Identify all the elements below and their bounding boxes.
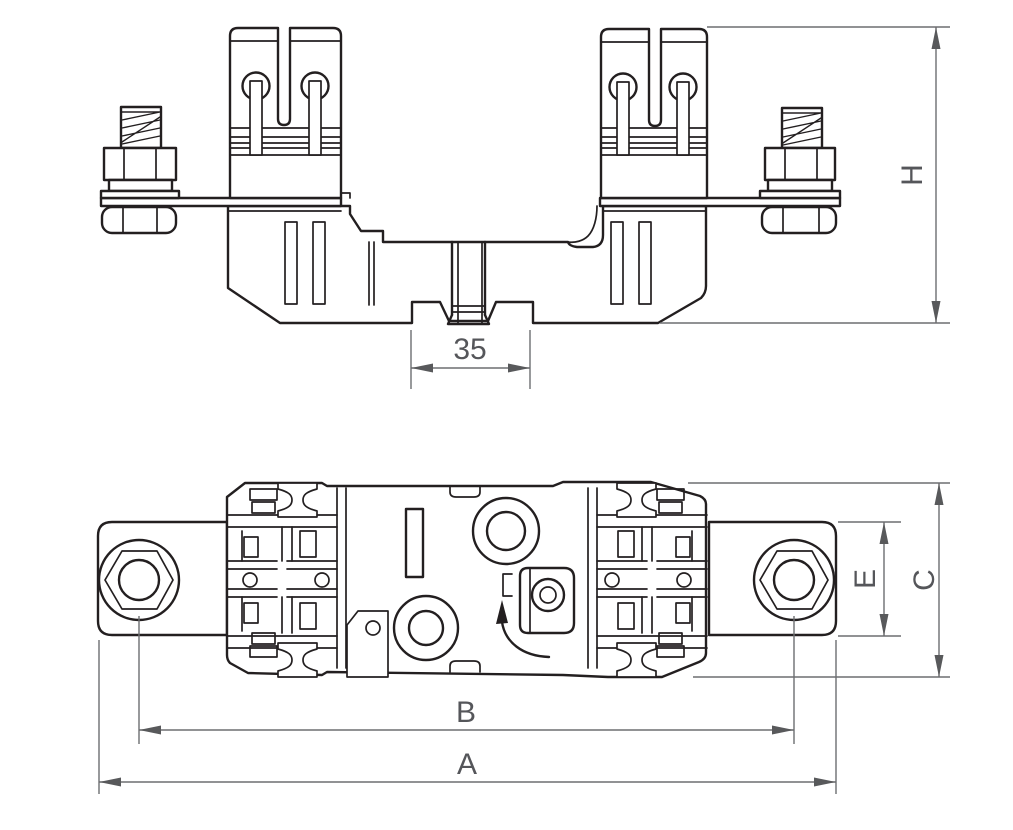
housing-slot [638,221,652,305]
hex-nut [763,146,837,182]
dimension-35: 35 [410,330,531,389]
dimension-b: B [138,616,795,744]
dimension-label-a: A [457,748,477,781]
right-terminal-bolt [758,106,842,235]
housing-curve [567,205,598,244]
clip-pin [616,81,630,156]
lower-nut [760,205,838,235]
dimension-h: H [660,26,950,324]
dimension-label-b: B [456,696,476,729]
latch [502,566,576,635]
plan-view [96,480,838,679]
hex-bolt-right [752,538,836,622]
center-rib [368,241,375,306]
washer [107,178,174,193]
latch-bracket [502,573,513,597]
screw-pocket [346,610,389,678]
mounting-ring-top [471,496,541,566]
housing [226,204,708,326]
bottom-notch [449,660,481,673]
clip-pin [676,81,690,156]
top-notch [449,485,481,498]
washer [766,178,834,193]
left-fuse-clip [228,26,343,200]
hex-nut [102,146,178,182]
dimension-label-c: C [908,569,941,591]
busbar-lip [340,192,351,199]
busbar-right [598,196,842,208]
housing-slot [312,221,326,305]
dimension-c: C [688,482,950,678]
rotate-arrow-icon [496,600,551,659]
fuse-window-slot [404,507,425,579]
dimension-label-e: E [849,569,882,589]
dimension-label-35: 35 [453,333,486,366]
busbar-left [99,196,343,208]
din-rail-post [446,240,491,326]
right-fuse-clip [599,27,709,200]
side-view [99,26,842,326]
dimension-label-h: H [896,164,929,186]
dimension-e: E [838,521,901,637]
lower-nut [100,205,178,235]
housing-slot [610,221,624,305]
clip-pin [249,80,263,156]
flange-washer [758,189,842,200]
left-terminal-bolt [99,105,181,235]
mounting-ring-bottom [392,594,460,662]
clip-pin [308,80,322,156]
housing-slot [284,221,298,305]
dimension-a: A [98,640,837,794]
flange-washer [99,189,181,200]
hex-bolt-left [97,538,181,622]
